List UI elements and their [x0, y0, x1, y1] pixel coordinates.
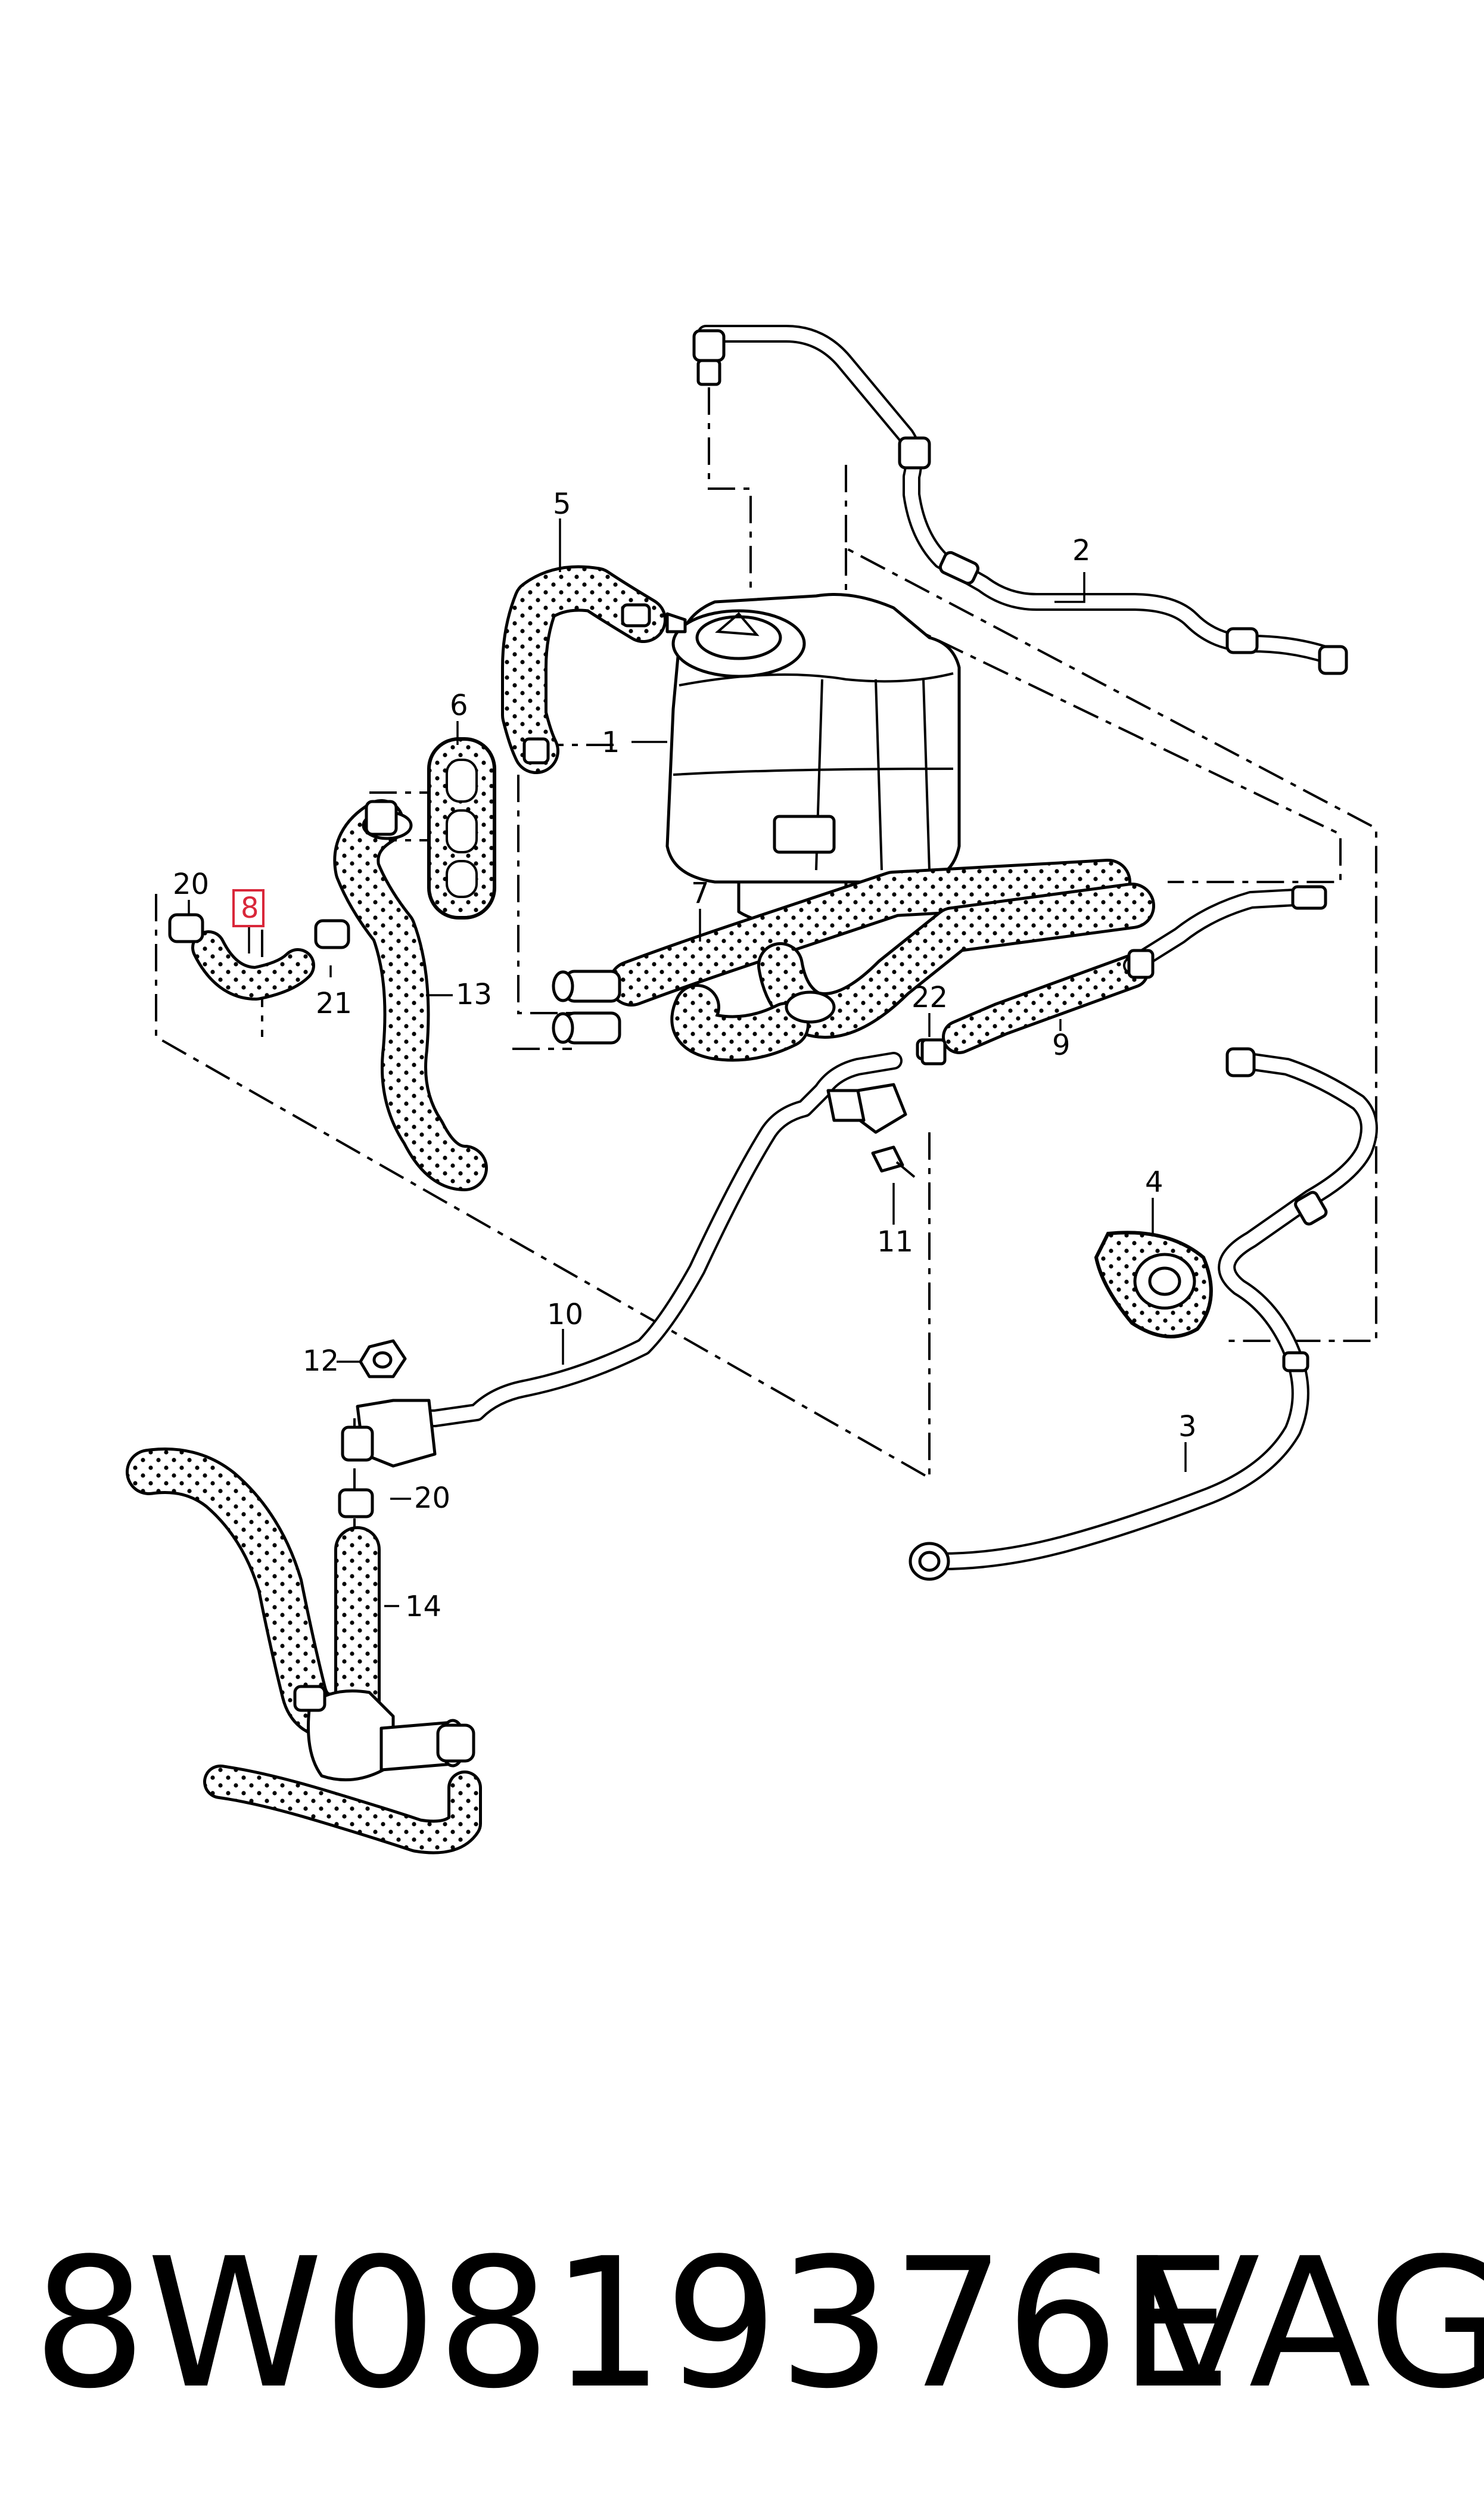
- diagram-canvas: 1 2 3 4 5 6 7 8 9 10 11 12 13 14 20 20 2…: [126, 325, 1378, 1855]
- label-2[interactable]: 2: [1072, 534, 1091, 567]
- part-number-footer: 8W0819376E VAG: [0, 2205, 1484, 2443]
- label-20-top[interactable]: 20: [173, 868, 209, 901]
- brand-text: VAG: [1138, 2220, 1484, 2428]
- label-8-highlight-box: [232, 889, 265, 927]
- part-14-hose-assembly: [126, 1448, 482, 1855]
- leader-lines: [188, 518, 1187, 1607]
- label-10[interactable]: 10: [547, 1298, 583, 1331]
- part-22-clamp: [920, 1038, 947, 1066]
- part-9-hose: [916, 885, 1327, 1061]
- part-8-hose: [168, 913, 350, 1001]
- label-20-bottom[interactable]: 20: [414, 1481, 450, 1515]
- label-6[interactable]: 6: [450, 689, 468, 722]
- label-14[interactable]: 14: [405, 1590, 441, 1623]
- label-22[interactable]: 22: [911, 981, 948, 1014]
- part-12-nut: [359, 1339, 407, 1378]
- label-8[interactable]: 8: [241, 892, 259, 925]
- part-4-grommet: [1094, 1231, 1213, 1338]
- label-7[interactable]: 7: [691, 877, 710, 910]
- label-4[interactable]: 4: [1145, 1166, 1163, 1199]
- label-21[interactable]: 21: [316, 987, 352, 1020]
- part-3-metal-line: [909, 1047, 1378, 1581]
- callout-labels: 1 2 3 4 5 6 7 8 9 10 11 12 13 14 20 20 2…: [173, 487, 1197, 1623]
- label-5[interactable]: 5: [553, 487, 571, 521]
- label-9[interactable]: 9: [1052, 1029, 1071, 1062]
- label-1[interactable]: 1: [602, 726, 620, 759]
- label-11[interactable]: 11: [877, 1225, 913, 1259]
- part-5-hose: [501, 565, 667, 774]
- top-connector: [692, 329, 726, 386]
- label-3[interactable]: 3: [1178, 1410, 1197, 1443]
- part-7-hose: [552, 859, 1155, 1062]
- part-number-text: 8W0819376E: [33, 2220, 1233, 2428]
- part-10-metal-line: [341, 1052, 907, 1468]
- part-2-metal-line: [697, 325, 1348, 675]
- part-1-expansion-tank: [665, 593, 961, 927]
- label-13[interactable]: 13: [456, 978, 492, 1011]
- label-12[interactable]: 12: [303, 1344, 339, 1378]
- part-13-hose: [333, 799, 488, 1191]
- part-6-gasket: [427, 737, 496, 920]
- part-11-screw: [871, 1145, 916, 1178]
